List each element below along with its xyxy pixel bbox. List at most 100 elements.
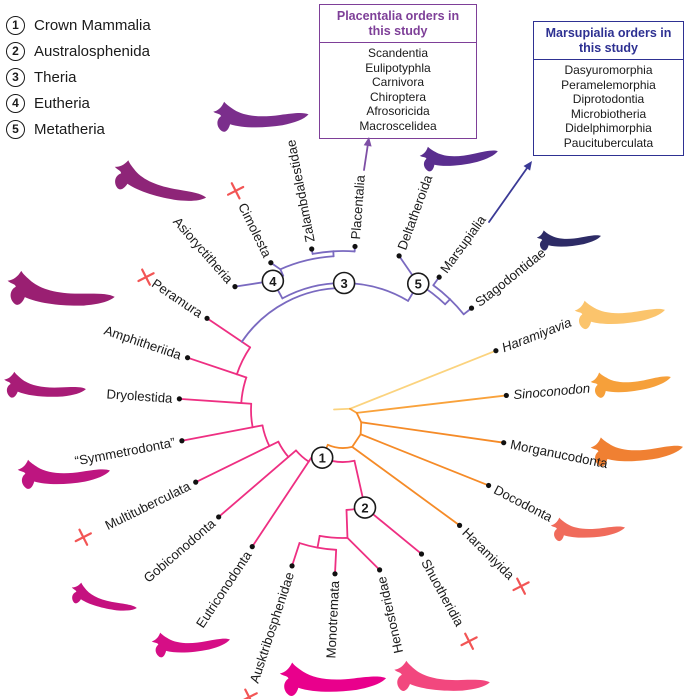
taxon-label-eutriconodonta: Eutriconodonta [193,548,255,631]
placentalia-order-item: Macroscelidea [359,118,437,133]
taxon-label-zalambdalestidae: Zalambdalestidae [283,139,318,244]
leaf-dot [468,305,475,311]
clade-node-2: 2 [353,496,377,519]
branch-path [359,433,490,487]
leaf-dot [268,260,274,266]
extinct-cross-icon [512,577,530,595]
branch-path [346,537,381,571]
branch-arc [318,534,349,539]
jaw-silhouette-icon [17,459,111,489]
branch-path [334,548,338,575]
branch-path [279,268,285,277]
root-stub [333,407,351,411]
branch-path [355,394,508,414]
branch-path [251,460,310,548]
marsupialia-order-item: Paucituberculata [563,135,654,150]
branch-path [351,433,362,448]
jaw-silhouette-icon [536,230,601,251]
branch-path [355,412,363,424]
taxon-label-asioryctitheria: Asioryctitheria [170,214,236,287]
placentalia-order-item: Carnivora [371,75,425,90]
taxon-label-haramiyida: Haramiyida [459,525,517,583]
branch-arc [261,424,271,447]
jaw-silhouette-icon [213,101,309,132]
leaf-dot [179,438,185,444]
branch-arc [298,542,319,549]
marsupialia-box: Marsupialia orders in this study Dasyuro… [533,21,684,156]
branch-path [251,424,264,429]
jaw-silhouette-icon [590,372,671,398]
extinct-cross-icon [137,268,155,286]
branch-path [364,506,423,555]
branch-path [194,445,271,484]
extinct-cross-icon [240,688,258,699]
placentalia-order-item: Chiroptera [369,89,427,104]
marsupialia-order-item: Microbiotheria [570,106,647,121]
legend-number-icon: 5 [6,119,25,139]
jaw-silhouette-icon [4,371,86,398]
placentalia-arrow-icon [363,144,369,171]
branch-arc [311,250,335,255]
taxon-label-peramura: Peramura [149,276,206,321]
marsupialia-arrow-icon [488,167,528,223]
taxon-label-placentalia: Placentalia [348,174,368,240]
jaw-silhouette-icon [7,270,115,306]
placentalia-box: Placentalia orders in this study Scanden… [319,4,477,139]
taxon-label-deltatheroida: Deltatheroida [394,172,435,251]
branch-path [351,445,461,527]
svg-text:3: 3 [340,276,347,291]
taxon-label-haramiyavia: Haramiyavia [500,315,574,355]
extinct-cross-icon [226,182,245,200]
leaf-dot [216,514,222,520]
legend-label: Eutheria [34,94,90,112]
leaf-dot [332,571,338,577]
placentalia-arrow-icon [363,137,372,147]
branch-arc [240,376,248,404]
branch-path [181,426,254,442]
taxon-label-marsupialia: Marsupialia [437,212,489,276]
jaw-silhouette-icon [151,632,230,658]
leaf-dot [249,543,255,550]
legend-number-icon: 1 [6,15,25,35]
leaf-dot [501,440,507,446]
jaw-silhouette-icon [279,662,387,697]
taxon-label-symmetrodonta: “Symmetrodonta” [74,435,177,469]
legend-label: Metatheria [34,120,105,138]
legend-number-icon: 2 [6,41,25,61]
branch-arc [235,346,252,376]
legend-number-icon: 4 [6,93,25,113]
taxon-label-gobiconodonta: Gobiconodonta [141,515,219,585]
legend-label: Theria [34,68,77,86]
branch-arc [240,287,345,343]
branch-path [360,421,505,444]
branch-arc [277,440,290,458]
leaf-dot [352,243,358,250]
taxon-label-monotremata: Monotremata [323,580,342,659]
branch-path [240,402,253,405]
leaf-dot [418,551,425,557]
leaf-dot [232,284,238,290]
branch-path [348,407,358,414]
branch-path [444,298,451,306]
leaf-dot [396,253,402,259]
branch-path [217,456,290,518]
branch-path [178,397,243,404]
leaf-dot [436,274,442,280]
taxon-label-sinoconodon: Sinoconodon [513,380,591,402]
svg-text:5: 5 [415,277,422,292]
jaw-silhouette-icon [394,660,490,691]
branch-arc [326,443,354,449]
extinct-cross-icon [460,632,478,650]
leaf-dot [456,522,463,528]
branch-path [345,509,349,539]
branch-arc [316,546,338,551]
leaf-dot [193,479,199,485]
taxon-label-stagodontidae: Stagodontidae [472,245,548,310]
leaf-dot [204,315,210,321]
branch-path [186,356,238,376]
placentalia-order-item: Eulipotyphla [365,60,431,75]
